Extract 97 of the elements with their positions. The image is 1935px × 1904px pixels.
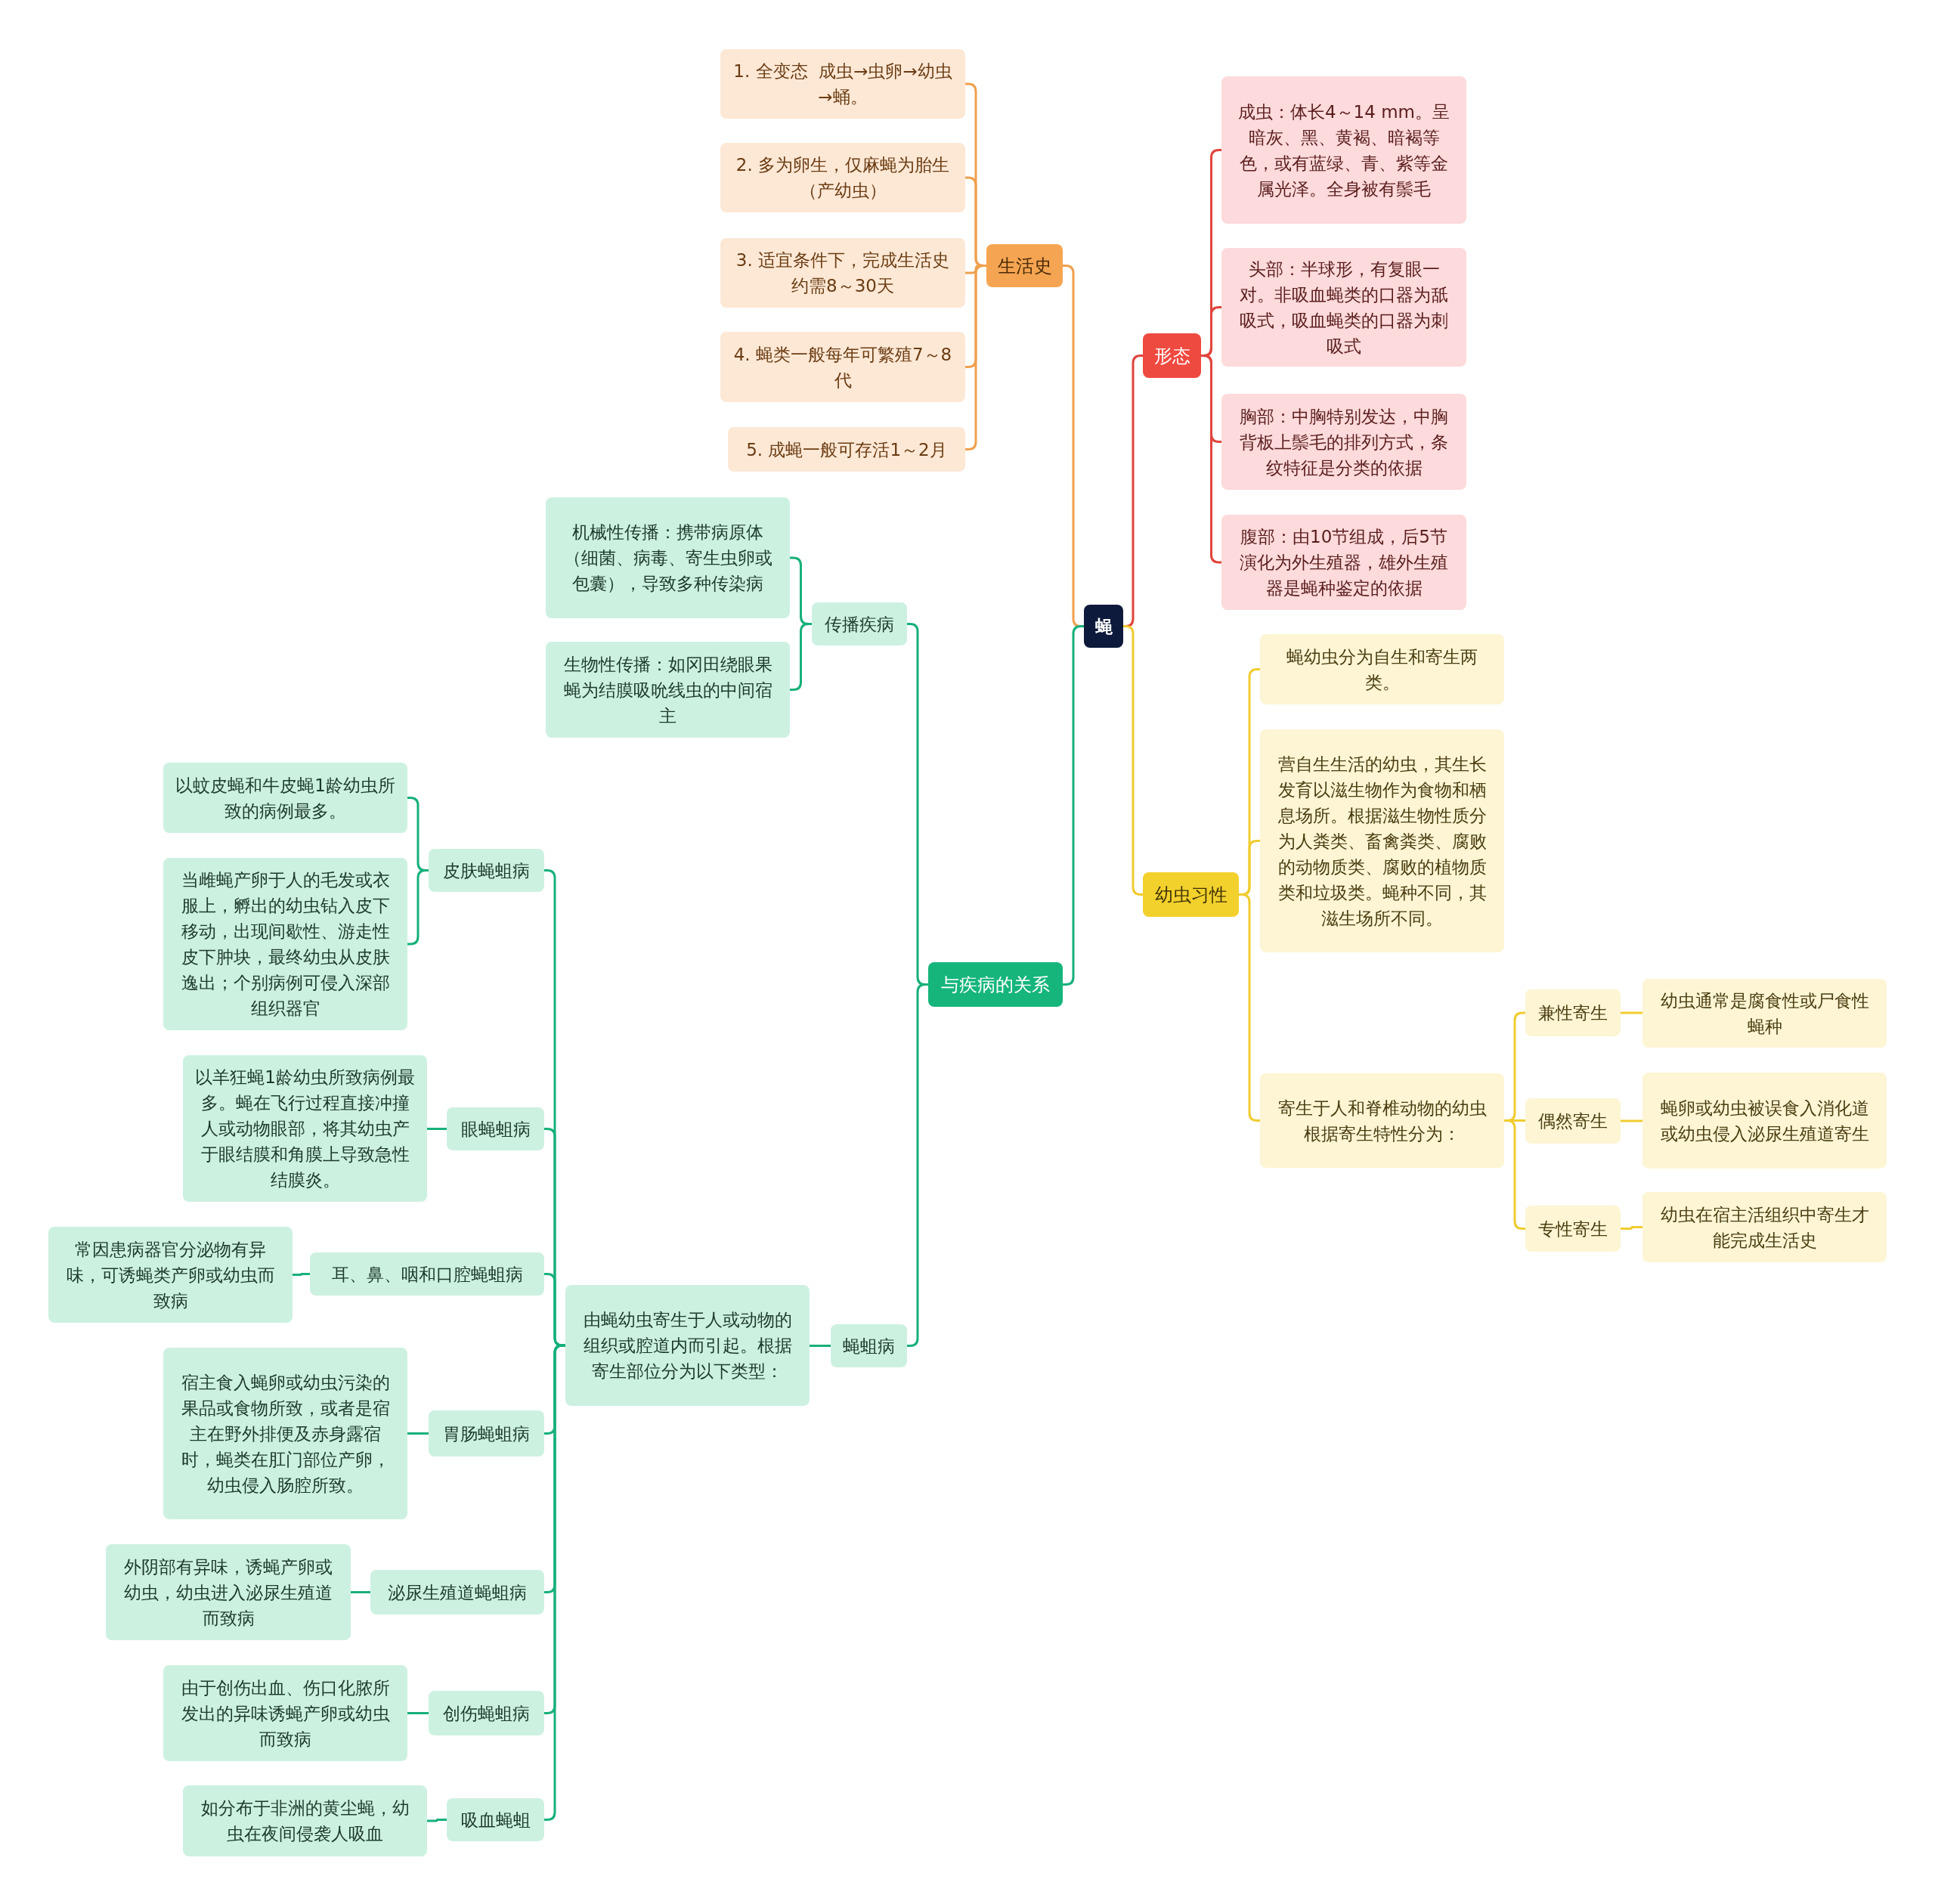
topic-text: 幼虫通常是腐食性或尸食性蝇种 <box>1659 989 1870 1038</box>
subtopic-box <box>429 849 544 892</box>
subtopic-box <box>163 858 407 1030</box>
subtopic-box <box>1525 1206 1621 1252</box>
topic-text: 根据寄生特性分为： <box>1304 1122 1460 1145</box>
subtopic-box <box>546 497 790 618</box>
subtopic-box <box>163 763 407 833</box>
topic-text: 泌尿生殖道蝇蛆病 <box>388 1581 527 1604</box>
branch-topic-box <box>1143 872 1239 917</box>
topic-text: 形态 <box>1153 344 1190 368</box>
topic-text: 头部：半球形，有复眼一对。非吸血蝇类的口器为舐吸式，吸血蝇类的口器为刺吸式 <box>1239 258 1449 358</box>
connector-line <box>293 1273 310 1276</box>
subtopic-box <box>1260 1073 1504 1168</box>
topic-text: 成虫：体长4～14 mm。呈暗灰、黑、黄褐、暗褐等色，或有蓝绿、青、紫等金属光泽。全身被有鬃毛 <box>1237 101 1450 200</box>
connector-line <box>407 1712 429 1714</box>
subtopic-box <box>163 1348 407 1519</box>
subtopic-box <box>1642 979 1887 1048</box>
topic-text: 幼虫习性 <box>1154 883 1228 907</box>
branch-topic-box <box>1143 333 1201 378</box>
subtopic-box <box>546 642 790 738</box>
subtopic-box <box>447 1798 544 1841</box>
subtopic-box <box>183 1055 427 1202</box>
topic-text: 营自生生活的幼虫，其生长发育以滋生物作为食物和栖息场所。根据滋生物性质分为人粪类、畜禽粪类、腐败的动物质类、腐败的植物质类和垃圾类。蝇种不同，其滋生场所不同。 <box>1277 753 1488 930</box>
topic-text: 皮肤蝇蛆病 <box>443 859 530 882</box>
subtopic-box <box>370 1570 544 1615</box>
subtopic-box <box>720 238 965 308</box>
topic-text: 宿主食入蝇卵或幼虫污染的果品或食物所致，或者是宿主在野外排便及赤身露宿时，蝇类在肛门部位产卵，幼虫侵入肠腔所致。 <box>180 1371 391 1497</box>
topic-text: 生活史 <box>997 254 1052 278</box>
topic-text: 胃肠蝇蛆病 <box>443 1423 530 1445</box>
topic-text: 如分布于非洲的黄尘蝇，幼虫在夜间侵袭人吸血 <box>200 1797 410 1845</box>
topic-text: 4. 蝇类一般每年可繁殖7～8代 <box>732 343 953 392</box>
subtopic-box <box>720 143 965 212</box>
topic-text: 外阴部有异味，诱蝇产卵或幼虫，幼虫进入泌尿生殖道而致病 <box>123 1556 333 1630</box>
topic-text: 兼性寄生 <box>1538 1002 1608 1024</box>
subtopic-box <box>1260 634 1504 704</box>
subtopic-box <box>1221 394 1466 490</box>
connector-line <box>1621 1011 1642 1014</box>
subtopic-box <box>1525 1098 1621 1144</box>
topic-text: 耳、鼻、咽和口腔蝇蛆病 <box>331 1263 523 1286</box>
root-topic-box <box>1084 605 1123 648</box>
subtopic-box <box>1260 729 1504 952</box>
connector-line <box>407 1432 429 1435</box>
topic-text: 传播疾病 <box>825 613 894 636</box>
subtopic-box <box>812 602 907 646</box>
subtopic-box <box>183 1785 427 1856</box>
connector-line <box>1621 1226 1642 1230</box>
topic-text: 与疾病的关系 <box>941 973 1050 997</box>
topic-text: 胸部：中胸特别发达，中胸背板上鬃毛的排列方式，条纹特征是分类的依据 <box>1239 405 1449 479</box>
topic-text: 当雌蝇产卵于人的毛发或衣服上，孵出的幼虫钻入皮下移动，出现间歇性、游走性皮下肿块，最终幼虫从皮肤逸出；个别病例可侵入深部组织器官 <box>180 869 391 1020</box>
subtopic-box <box>565 1285 810 1406</box>
subtopic-box <box>447 1107 544 1150</box>
topic-text: 常因患病器官分泌物有异味，可诱蝇类产卵或幼虫而致病 <box>65 1238 276 1312</box>
topic-text: 专性寄生 <box>1538 1218 1608 1240</box>
subtopic-box <box>310 1252 544 1296</box>
subtopic-box <box>720 332 965 402</box>
topic-text: 腹部：由10节组成，后5节演化为外生殖器，雄外生殖器是蝇种鉴定的依据 <box>1239 526 1449 599</box>
topic-text: 蝇蛆病 <box>843 1335 895 1358</box>
topic-text: 以羊狂蝇1龄幼虫所致病例最多。蝇在飞行过程直接冲撞人或动物眼部，将其幼虫产于眼结膜和角膜上导致急性结膜炎。 <box>194 1067 416 1191</box>
topic-text: 2. 多为卵生，仅麻蝇为胎生（产幼虫） <box>735 154 951 202</box>
topic-text: 眼蝇蛆病 <box>460 1118 531 1141</box>
connector-line <box>427 1128 447 1130</box>
connector-line <box>351 1591 370 1593</box>
topic-text: 以蚊皮蝇和牛皮蝇1龄幼虫所致的病例最多。 <box>175 774 396 822</box>
topic-text: 幼虫在宿主活组织中寄生才能完成生活史 <box>1659 1203 1870 1252</box>
subtopic-box <box>48 1227 293 1323</box>
connector-line <box>1621 1119 1642 1122</box>
topic-text: 1. 全变态 成虫→虫卵→幼虫→蛹。 <box>732 60 953 108</box>
subtopic-box <box>720 49 965 119</box>
topic-text: 机械性传播：携带病原体（细菌、病毒、寄生虫卵或包囊），导致多种传染病 <box>562 522 773 595</box>
subtopic-box <box>106 1544 351 1640</box>
connector-line <box>427 1819 447 1822</box>
subtopic-box <box>1221 76 1466 224</box>
subtopic-box <box>163 1665 407 1761</box>
topic-text: 偶然寄生 <box>1538 1110 1608 1132</box>
branch-topic-box <box>986 244 1063 287</box>
topic-text: 创伤蝇蛆病 <box>443 1702 530 1725</box>
subtopic-box <box>429 1410 544 1457</box>
connector-line <box>810 1345 831 1347</box>
topic-text: 生物性传播：如冈田绕眼果蝇为结膜吸吮线虫的中间宿主 <box>562 653 773 727</box>
topic-text: 由于创伤出血、伤口化脓所发出的异味诱蝇产卵或幼虫而致病 <box>180 1676 391 1751</box>
subtopic-box <box>728 427 965 472</box>
topic-text: 5. 成蝇一般可存活1～2月 <box>746 438 947 461</box>
branch-topic-box <box>928 962 1063 1007</box>
topic-text: 蝇幼虫分为自生和寄生两类。 <box>1286 646 1478 694</box>
subtopic-box <box>429 1691 544 1735</box>
topic-text: 蝇卵或幼虫被误食入消化道或幼虫侵入泌尿生殖道寄生 <box>1659 1097 1870 1145</box>
subtopic-box <box>831 1324 907 1367</box>
subtopic-box <box>1642 1192 1887 1262</box>
topic-text: 由蝇幼虫寄生于人或动物的组织或腔道内而引起。根据寄生部位分为以下类型： <box>582 1309 793 1382</box>
topic-text: 寄生于人和脊椎动物的幼虫 <box>1277 1097 1487 1119</box>
topic-text: 蝇 <box>1094 615 1113 638</box>
subtopic-box <box>1221 515 1466 610</box>
subtopic-box <box>1525 989 1621 1036</box>
topic-text: 吸血蝇蛆 <box>460 1809 531 1831</box>
subtopic-box <box>1642 1073 1887 1169</box>
subtopic-box <box>1221 248 1466 367</box>
topic-text: 3. 适宜条件下，完成生活史约需8～30天 <box>735 249 951 297</box>
